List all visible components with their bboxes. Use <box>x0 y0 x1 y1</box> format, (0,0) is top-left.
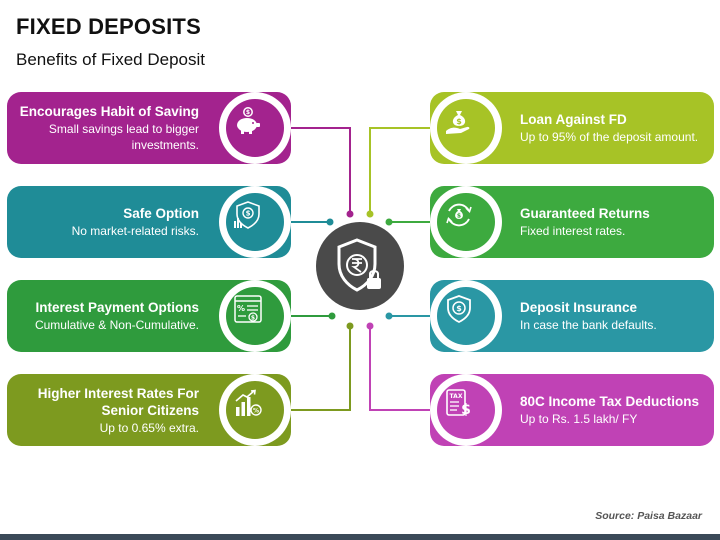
benefit-card-tax: TAX $ 80C Income Tax Deductions Up to Rs… <box>430 374 714 446</box>
shield-dollar-icon: $ <box>447 295 471 323</box>
benefit-description: Cumulative & Non-Cumulative. <box>34 318 199 332</box>
benefit-heading: Loan Against FD <box>520 112 627 127</box>
center-hub <box>316 222 404 310</box>
benefit-description: Small savings lead to bigger investments… <box>48 122 199 152</box>
percent-calculator-icon: % $ <box>234 295 262 323</box>
connector-senior <box>289 326 351 411</box>
benefit-description: Up to 95% of the deposit amount. <box>520 130 699 144</box>
benefit-heading: 80C Income Tax Deductions <box>520 394 700 409</box>
benefit-heading: Deposit Insurance <box>520 300 638 315</box>
benefit-description: Up to Rs. 1.5 lakh/ FY <box>520 412 638 426</box>
connector-tax <box>369 326 432 411</box>
benefit-heading: Interest Payment Options <box>35 300 199 315</box>
svg-text:$: $ <box>457 213 461 220</box>
money-bag-hand-icon: $ <box>446 111 470 134</box>
tax-document-icon: TAX $ <box>446 389 471 417</box>
svg-text:$: $ <box>246 210 251 218</box>
benefit-card-interest-payment: Interest Payment Options Cumulative & No… <box>7 280 291 352</box>
source-note: Source: Paisa Bazaar <box>595 510 702 522</box>
benefit-card-guaranteed: $ Guaranteed Returns Fixed interest rate… <box>430 186 714 258</box>
connector-loan <box>369 127 432 214</box>
benefit-description: Up to 0.65% extra. <box>99 420 199 435</box>
benefit-heading: Guaranteed Returns <box>520 206 650 221</box>
piggy-bank-icon: $ <box>237 107 260 134</box>
benefit-description: In case the bank defaults. <box>520 318 657 332</box>
rupee-shield-lock-icon <box>337 238 381 292</box>
svg-text:$: $ <box>456 117 462 126</box>
money-cycle-icon: $ <box>446 203 472 227</box>
svg-text:$: $ <box>246 109 250 116</box>
svg-text:$: $ <box>456 304 462 313</box>
benefit-description: Fixed interest rates. <box>520 224 626 238</box>
svg-text:$: $ <box>251 315 255 322</box>
benefit-description: No market-related risks. <box>71 224 199 238</box>
benefit-card-senior: Higher Interest Rates For Senior Citizen… <box>7 374 291 446</box>
benefit-heading: Encourages Habit of Saving <box>19 104 199 119</box>
benefit-card-insurance: $ Deposit Insurance In case the bank def… <box>430 280 714 352</box>
svg-text:%: % <box>253 408 259 415</box>
tax-label: TAX <box>450 393 463 400</box>
page-title: FIXED DEPOSITS <box>16 14 201 39</box>
benefit-card-saving: Encourages Habit of Saving Small savings… <box>7 92 291 164</box>
connector-saving <box>289 127 351 214</box>
growth-chart-icon: % <box>235 389 262 416</box>
benefit-card-safe: Safe Option No market-related risks. $ <box>7 186 291 258</box>
page-subtitle: Benefits of Fixed Deposit <box>16 50 205 69</box>
benefit-card-loan: $ Loan Against FD Up to 95% of the depos… <box>430 92 714 164</box>
benefit-heading: Higher Interest Rates For Senior Citizen… <box>37 385 199 418</box>
bottom-bar <box>0 534 720 540</box>
svg-text:%: % <box>237 304 245 313</box>
shield-chart-icon: $ <box>234 201 260 229</box>
svg-text:$: $ <box>461 402 471 417</box>
benefit-heading: Safe Option <box>123 206 199 221</box>
